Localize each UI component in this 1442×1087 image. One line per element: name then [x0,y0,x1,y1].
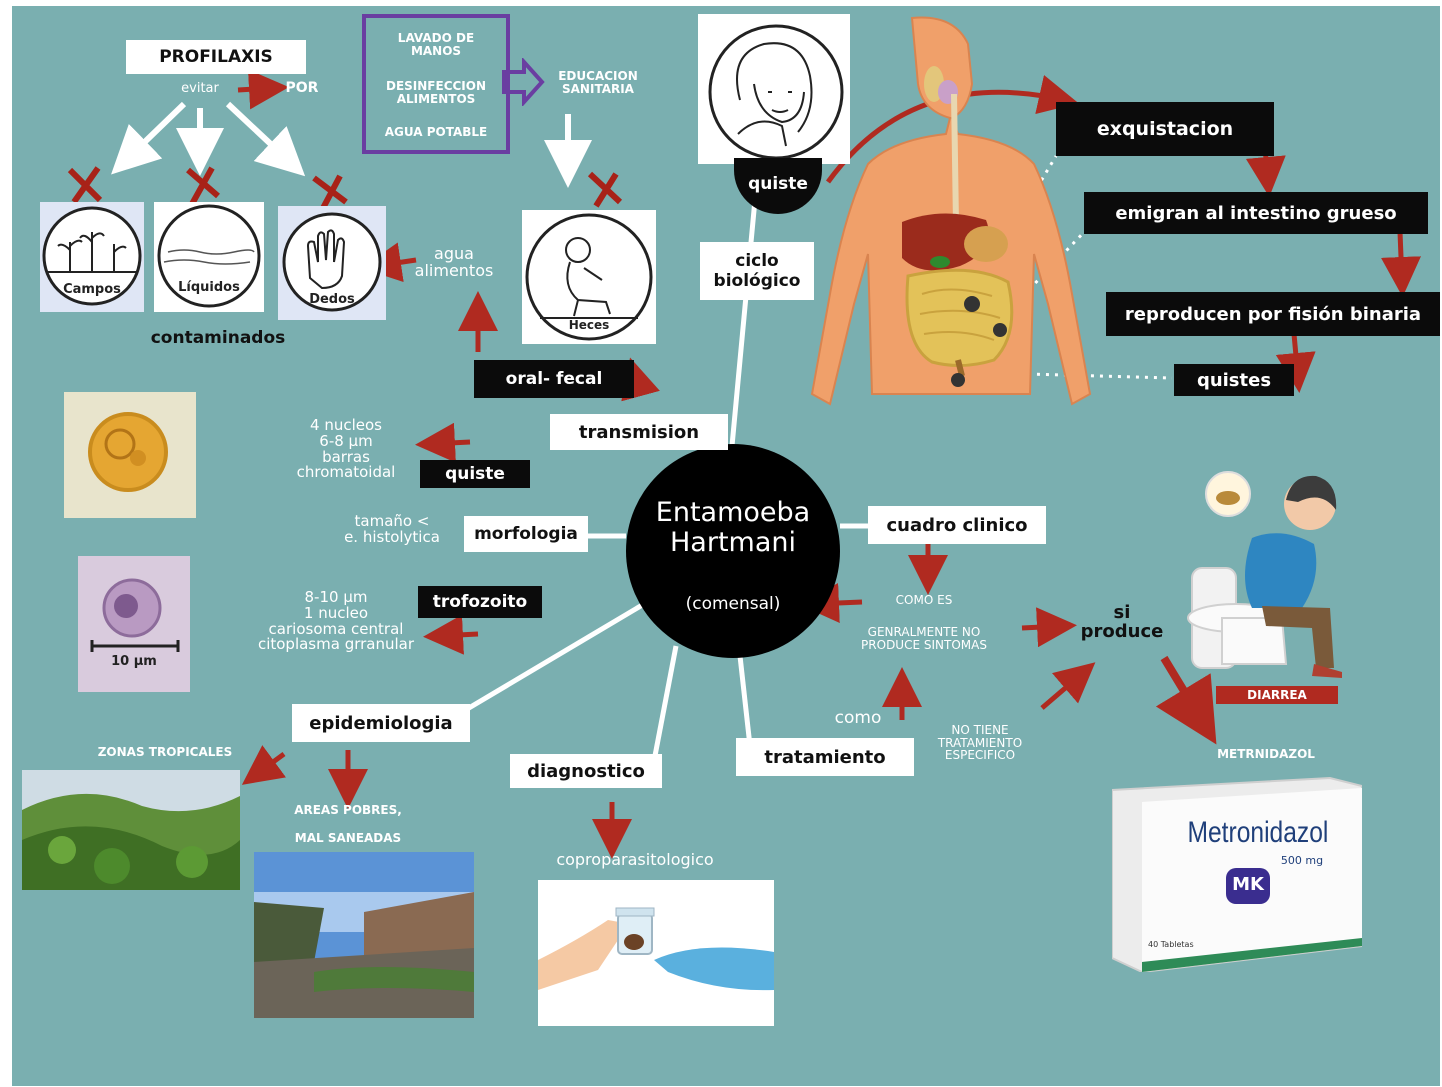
epidemiologia-box: epidemiologia [292,704,470,742]
cyst-micro-image [64,392,196,518]
arrow-to-metronidazol [1155,655,1217,745]
cross-campos [67,166,103,204]
cyst-description: 4 nucleos 6-8 µm barras chromatoidal [296,416,396,482]
concept-map: Entamoeba Hartmani (comensal) PROFILAXIS… [12,6,1440,1086]
poor-areas-image [254,852,474,1018]
contaminados-label: contaminados [150,328,286,348]
morfologia-box: morfologia [464,516,588,552]
emigran-box: emigran al intestino grueso [1084,192,1428,234]
tratamiento-box: tratamiento [736,738,914,776]
arrow-to-dedos [225,101,306,177]
arrow-to-fecal [621,357,660,402]
dedos-image: Dedos [278,206,386,320]
quiste-ingest-label: quiste [748,174,808,194]
metronidazol-label: METRNIDAZOL [1217,747,1315,761]
liquidos-image: Líquidos [154,202,264,312]
hygiene-arrow-icon [502,58,545,106]
arrow-to-zonas [241,745,286,785]
metronidazol-box-image: Metronidazol 500 mg MK 40 Tabletas [1112,776,1362,972]
campos-label: Campos [63,282,121,297]
arrow-evitar-por [237,69,289,110]
box-logo: MK [1232,874,1264,895]
evitar-label: evitar [181,81,219,96]
diarrhea-illustration [1187,471,1342,678]
reproducen-box: reproducen por fisión binaria [1106,292,1440,336]
mal-saneadas-label: MAL SANEADAS [294,831,402,845]
cuadro-clinico-box: cuadro clinico [868,506,1046,544]
heces-image: Heces [522,210,656,344]
trophozoite-description: 8-10 µm 1 nucleo cariosoma central citop… [257,588,415,654]
oral-fecal-box: oral- fecal [474,360,634,398]
no-tratamiento-label: NO TIENE TRATAMIENTO ESPECIFICO [937,723,1023,763]
spoke-epidemiology [450,601,646,721]
size-note: tamaño < e. histolytica [344,512,440,546]
stool-sample-image [538,880,774,1026]
dedos-label: Dedos [309,292,355,307]
educacion-sanitaria: EDUCACION SANITARIA [558,69,638,96]
por-label: POR [285,80,319,96]
arrow-to-si-produce [1021,607,1077,648]
tropical-zone-image [22,770,240,890]
spoke-treatment [737,655,753,747]
scale-bar-label: 10 µm [111,654,157,669]
spoke-diagnosis [651,645,679,762]
center-subtitle: (comensal) [685,594,781,614]
box-count: 40 Tabletas [1148,940,1194,949]
trofozoito-box: trofozoito [418,586,542,618]
cross-liquidos [186,166,220,206]
si-produce-label: si produce [1080,602,1164,642]
center-title-line1: Entamoeba [655,497,811,528]
center-title: Entamoeba Hartmani [626,498,840,558]
box-dose: 500 mg [1280,854,1324,867]
ciclo-biologico-box: ciclo biológico [700,242,814,300]
profilaxis-box: PROFILAXIS [126,40,306,74]
human-body-illustration [810,16,1092,406]
lavado-manos: LAVADO DE MANOS [397,31,475,58]
areas-pobres-label: AREAS POBRES, [294,803,402,817]
no-sintomas-label: GENRALMENTE NO PRODUCE SINTOMAS [861,625,987,652]
center-node: Entamoeba Hartmani (comensal) [626,444,840,658]
como-label: como [834,708,882,728]
arrow-to-tropho-desc [423,614,479,655]
quiste-box: quiste [420,460,530,488]
arrow-to-reproducen [1381,231,1421,297]
trophozoite-micro-image: 10 µm [78,556,190,692]
agua-potable: AGUA POTABLE [384,125,488,139]
coproparasitologico-label: coproparasitologico [556,850,714,869]
diarrea-label: DIARREA [1216,686,1338,704]
agua-alimentos: agua alimentos [414,244,494,280]
campos-image: Campos [40,202,144,312]
liquidos-label: Líquidos [178,280,240,295]
arrow-to-quistes [1275,333,1316,393]
arrow-to-si-produce-2 [1040,662,1096,710]
arrow-to-campos [111,101,187,175]
transmision-box: transmision [550,414,728,450]
como-es-label: COMO ES [895,593,953,607]
box-drug-name: Metronidazol [1187,816,1329,849]
arrow-to-cyst-desc [415,422,471,463]
white-arrows [111,101,592,188]
center-title-line2: Hartmani [670,527,796,558]
heces-label: Heces [568,318,610,332]
cross-heces [587,171,623,208]
cross-marks [67,166,623,212]
desinfeccion-alimentos: DESINFECCION ALIMENTOS [385,79,487,106]
diagnostico-box: diagnostico [510,754,662,788]
quistes-box: quistes [1174,364,1294,396]
exquistacion-box: exquistacion [1056,102,1274,156]
hygiene-box: LAVADO DE MANOS DESINFECCION ALIMENTOS A… [362,14,510,154]
cross-dedos [312,174,348,212]
ingestion-image [698,14,850,164]
zonas-tropicales-label: ZONAS TROPICALES [97,745,233,759]
